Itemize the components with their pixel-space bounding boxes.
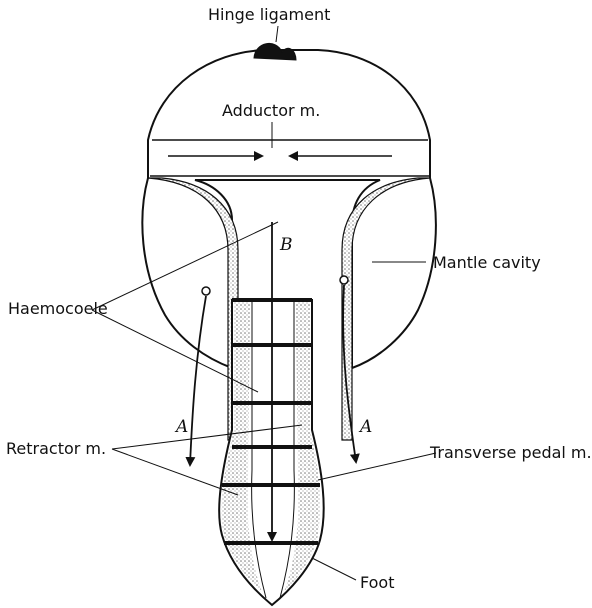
- leader-transverse: [318, 453, 436, 480]
- mantle-opening-left: [202, 287, 210, 295]
- label-arrow-b: B: [279, 235, 293, 255]
- label-adductor: Adductor m.: [222, 101, 320, 120]
- hinge-ligament-shape: [254, 43, 296, 60]
- label-arrow-a-left: A: [174, 417, 188, 437]
- label-foot: Foot: [360, 573, 394, 592]
- mantle-opening-right: [340, 276, 348, 284]
- leader-foot: [312, 558, 356, 580]
- leader-hinge: [276, 26, 278, 42]
- label-hinge-ligament: Hinge ligament: [208, 5, 330, 24]
- label-arrow-a-right: A: [358, 417, 372, 437]
- label-retractor: Retractor m.: [6, 439, 106, 458]
- label-haemocoele: Haemocoele: [8, 299, 108, 318]
- label-transverse-pedal: Transverse pedal m.: [429, 443, 592, 462]
- leader-retractor-2: [112, 449, 238, 495]
- label-mantle-cavity: Mantle cavity: [433, 253, 541, 272]
